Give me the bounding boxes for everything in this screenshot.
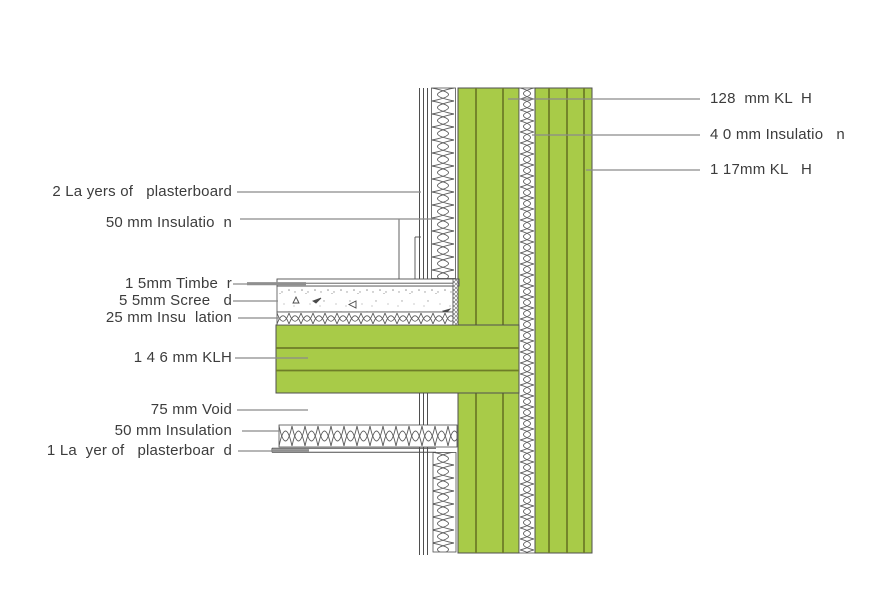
wall-section — [419, 87, 593, 555]
label-insulation-25: 25 mm Insu lation — [105, 309, 232, 326]
wall-insulation-50-upper — [431, 87, 456, 279]
label-klh-117: 1 17mm KL H — [710, 161, 813, 178]
edge-strip — [452, 278, 459, 326]
label-plasterboard-1-layer: 1 La yer of plasterboar d — [46, 442, 232, 459]
lamination-lines-146 — [276, 347, 519, 372]
screed-top-stipple — [277, 286, 453, 293]
label-timber-15: 1 5mm Timbe r — [125, 275, 232, 292]
lamination-lines-128 — [475, 88, 504, 553]
lamination-lines-117 — [548, 88, 585, 553]
leader-lines — [233, 98, 700, 452]
junction-details — [398, 219, 421, 279]
label-void-75: 75 mm Void — [150, 401, 232, 418]
klh-128-panel-upper — [457, 87, 520, 326]
floor-section — [275, 278, 520, 394]
label-insulation-50-ceiling: 50 mm Insulation — [114, 422, 232, 439]
klh-128-panel-lower — [457, 392, 520, 554]
ceiling-insulation-50 — [278, 424, 458, 448]
label-insulation-50-wall: 50 mm Insulatio n — [105, 214, 232, 231]
klh-117-panel — [534, 87, 593, 554]
floor-insulation-25 — [276, 311, 454, 326]
label-screed-55: 5 5mm Scree d — [118, 292, 232, 309]
label-klh-146: 1 4 6 mm KLH — [133, 349, 232, 366]
klh-146-slab — [275, 324, 520, 394]
label-insulation-40: 4 0 mm Insulatio n — [710, 126, 845, 143]
wall-insulation-50-lower — [432, 452, 457, 553]
label-klh-128: 128 mm KL H — [710, 90, 813, 107]
ceiling-section — [271, 424, 458, 453]
wall-plasterboard-upper — [419, 88, 428, 279]
label-plasterboard-2-layers: 2 La yers of plasterboard — [52, 183, 232, 200]
wall-plasterboard-lower — [419, 393, 428, 555]
wall-insulation-40 — [518, 87, 536, 554]
